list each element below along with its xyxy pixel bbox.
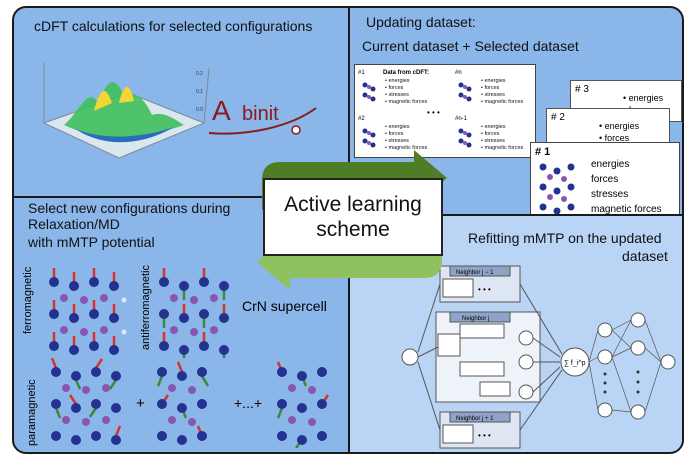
neighbor-cur-label: Neighbor j [462, 316, 489, 322]
stack-item-list: energies forces stresses magnetic forces [591, 157, 662, 217]
neighbor-next-ellipsis: • • • [478, 431, 491, 440]
svg-text:• magnetic forces: • magnetic forces [385, 99, 428, 105]
panel-select-title-1: Select new configurations during [28, 200, 231, 216]
panel-select-title-3: with mMTP potential [28, 234, 155, 250]
neighbor-prev-ellipsis: • • • [478, 285, 491, 294]
cycle-arrow-bottom [257, 228, 442, 290]
panel-refit: Refitting mMTP on the updated dataset Ne… [348, 214, 684, 454]
panel-cdft-title: cDFT calculations for selected configura… [34, 18, 313, 34]
svg-text:• stresses: • stresses [385, 92, 409, 98]
card-label-n: #n [455, 70, 462, 76]
stack-item: energies [591, 159, 630, 170]
label-crn-supercell: CrN supercell [242, 298, 327, 314]
para-structure-1 [50, 358, 122, 445]
stack-card-1-structure [539, 163, 575, 215]
stack-card-2-item: • energies [599, 121, 640, 131]
active-learning-title-1: Active learning [284, 193, 422, 216]
stack-card-2-item: • forces [599, 133, 630, 143]
card-label-n1: #n-1 [455, 116, 468, 122]
svg-text:• energies: • energies [481, 78, 506, 84]
energy-surface-plot: 0.2 0.1 0.0 [42, 53, 210, 159]
svg-text:• energies: • energies [481, 124, 506, 130]
svg-text:• energies: • energies [385, 124, 410, 130]
antiferro-structure [159, 268, 229, 358]
stack-item: stresses [591, 189, 629, 200]
svg-text:• magnetic forces: • magnetic forces [385, 145, 428, 151]
panel-select-title-2: Relaxation/MD [28, 216, 120, 232]
svg-text:• forces: • forces [481, 131, 500, 137]
svg-text:• stresses: • stresses [385, 138, 409, 144]
svg-text:A: A [212, 95, 231, 126]
abinit-logo: A binit [204, 88, 324, 138]
svg-text:binit: binit [242, 103, 279, 125]
svg-text:• stresses: • stresses [481, 138, 505, 144]
active-learning-title-2: scheme [316, 218, 390, 241]
panel-dataset-title-2: Current dataset + Selected dataset [362, 38, 579, 54]
panel-dataset: Updating dataset: Current dataset + Sele… [348, 6, 684, 216]
stack-card-1-label: # 1 [535, 146, 551, 158]
para-structure-2 [156, 361, 210, 445]
panel-dataset-title-1: Updating dataset: [366, 14, 476, 30]
svg-text:• forces: • forces [481, 85, 500, 91]
mtp-network-diagram: Neighbor j − 1 • • • Neighbor j Neighbor… [401, 265, 676, 449]
stack-item: forces [591, 174, 619, 185]
card-label-2: #2 [358, 116, 365, 122]
card-header: Data from cDFT: [383, 70, 429, 76]
stack-card-2-label: # 2 [551, 112, 565, 123]
card-ellipsis: • • • [427, 108, 440, 117]
svg-text:• forces: • forces [385, 131, 404, 137]
svg-text:• stresses: • stresses [481, 92, 505, 98]
svg-text:0.0: 0.0 [196, 107, 203, 113]
plus-sign: + [136, 395, 145, 412]
stack-card-1: # 1 energies forces stresses magnetic fo… [530, 142, 680, 216]
panel-select: Select new configurations during Relaxat… [12, 196, 350, 454]
panel-refit-title-1: Refitting mMTP on the updated [468, 230, 662, 246]
stack-card-3-label: # 3 [575, 84, 589, 95]
neighbor-next-label: Neighbor j + 1 [456, 416, 494, 422]
svg-text:0.2: 0.2 [196, 71, 203, 77]
sum-node-label: ∑ f_i^p [564, 360, 586, 367]
svg-text:• forces: • forces [385, 85, 404, 91]
stack-item: magnetic forces [591, 204, 662, 215]
svg-text:• energies: • energies [385, 78, 410, 84]
dataset-card-small: #1 Data from cDFT: #n #2 #n-1 • • • • e [354, 64, 536, 158]
panel-cdft: cDFT calculations for selected configura… [12, 6, 350, 198]
neighbor-prev-label: Neighbor j − 1 [456, 270, 494, 276]
label-ferromagnetic: ferromagnetic [22, 266, 34, 334]
svg-text:0.1: 0.1 [196, 89, 203, 95]
para-structure-3 [276, 361, 330, 448]
card-label-1: #1 [358, 70, 365, 76]
svg-text:• magnetic forces: • magnetic forces [481, 99, 524, 105]
panel-refit-title-2: dataset [622, 248, 668, 264]
active-learning-box: Active learning scheme [263, 178, 443, 256]
svg-text:• magnetic forces: • magnetic forces [481, 145, 524, 151]
stack-card-3-item: • energies [623, 93, 664, 103]
label-antiferromagnetic: antiferromagnetic [140, 265, 152, 350]
plus-ellipsis: +...+ [234, 395, 263, 411]
ferro-structure [49, 268, 127, 355]
label-paramagnetic: paramagnetic [26, 379, 38, 446]
